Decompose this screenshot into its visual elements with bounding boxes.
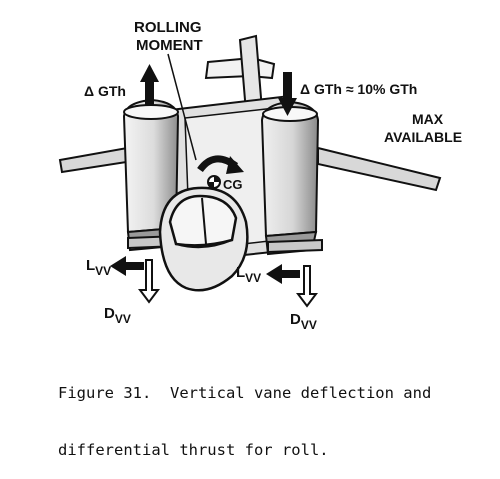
lvv-right-main: L xyxy=(236,264,245,281)
delta-gth-left-arrow xyxy=(140,64,159,106)
cg-symbol xyxy=(207,175,221,189)
dvv-left-main: D xyxy=(104,305,115,322)
caption-line-2: differential thrust for roll. xyxy=(58,441,329,459)
dvv-right-label: DVV xyxy=(290,311,317,332)
delta-gth-right-label: Δ GTh ≈ 10% GTh xyxy=(300,81,417,97)
rolling-moment-label-line1: ROLLING xyxy=(134,19,202,36)
right-vane xyxy=(267,238,323,254)
delta-gth-left-label: Δ GTh xyxy=(84,83,126,99)
lvv-left-main: L xyxy=(86,257,95,274)
dvv-left-arrow xyxy=(138,259,160,304)
dvv-right-arrow xyxy=(296,265,318,308)
lvv-left-arrow xyxy=(110,256,144,276)
rolling-moment-arrow xyxy=(167,53,244,174)
dvv-right-sub: VV xyxy=(301,318,317,332)
caption-line-1: Figure 31. Vertical vane deflection and xyxy=(58,384,432,402)
max-available-label-line1: MAX xyxy=(412,111,444,127)
max-available-label-line2: AVAILABLE xyxy=(384,129,462,145)
aircraft-roll-diagram: ROLLING MOMENT Δ GTh Δ GTh ≈ 10% GTh MAX… xyxy=(58,19,462,332)
dvv-right-main: D xyxy=(290,311,301,328)
dvv-left-sub: VV xyxy=(115,312,131,326)
cockpit-nose xyxy=(158,186,249,292)
lvv-right-arrow xyxy=(266,264,300,284)
lvv-left-sub: VV xyxy=(95,264,111,278)
figure-caption: Figure 31. Vertical vane deflection and … xyxy=(58,346,498,479)
right-wing xyxy=(317,146,442,192)
cg-label: CG xyxy=(223,177,243,192)
rolling-moment-label-line2: MOMENT xyxy=(136,37,203,54)
dvv-left-label: DVV xyxy=(104,305,131,326)
delta-gth-right-arrow xyxy=(278,72,297,116)
tail-surfaces xyxy=(204,34,276,114)
right-nacelle xyxy=(260,100,320,256)
lvv-right-sub: VV xyxy=(245,271,261,285)
lvv-left-label: LVV xyxy=(86,257,111,278)
lvv-right-label: LVV xyxy=(236,264,261,285)
